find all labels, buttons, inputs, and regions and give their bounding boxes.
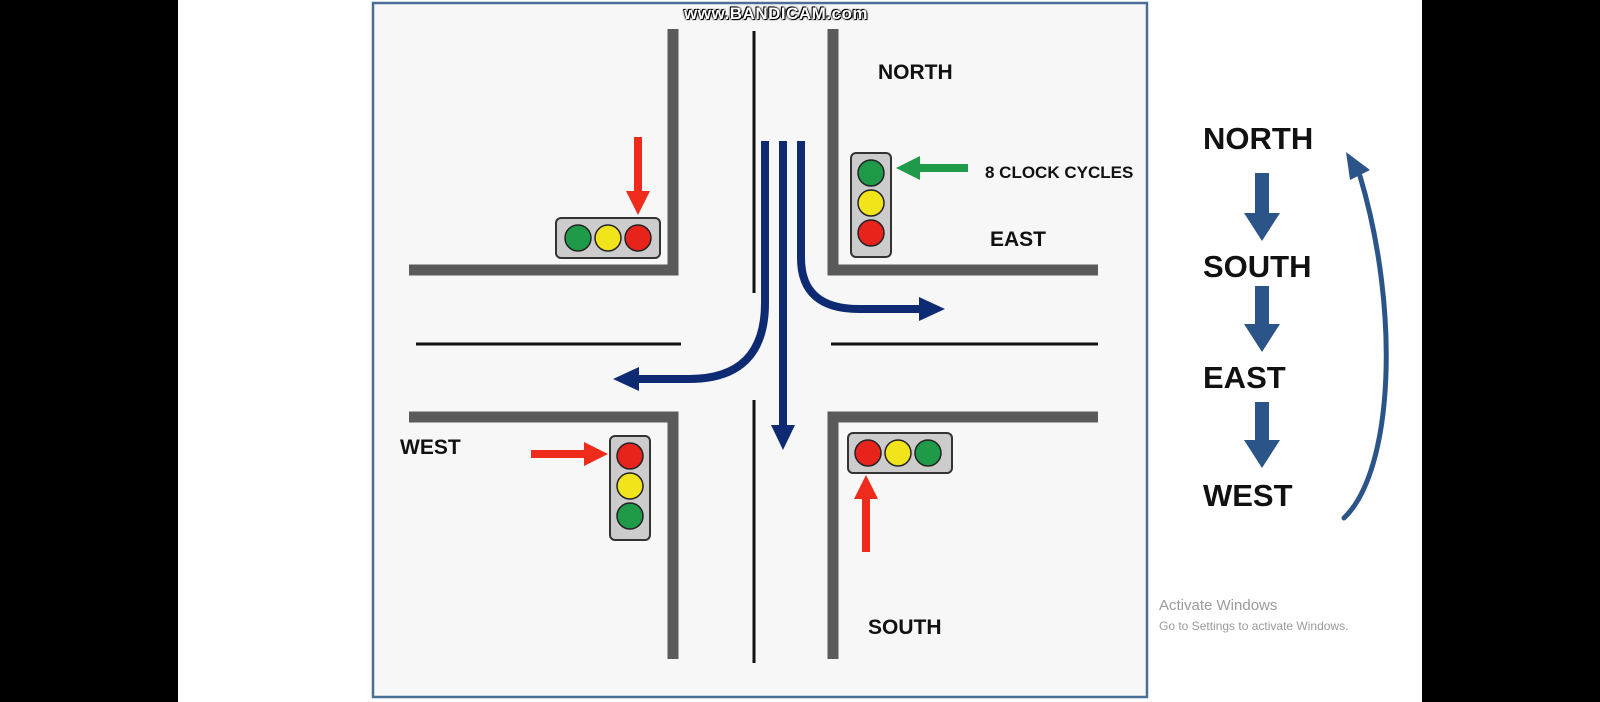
sequence-down-arrow-2 bbox=[1244, 286, 1280, 352]
curb-top-left bbox=[409, 29, 679, 276]
sequence-item-1: NORTH bbox=[1203, 121, 1314, 156]
indicator-arrow-north bbox=[626, 137, 650, 215]
label-south: SOUTH bbox=[868, 616, 942, 639]
sequence-down-arrow-3 bbox=[1244, 402, 1280, 468]
label-clock-cycles: 8 CLOCK CYCLES bbox=[985, 163, 1133, 182]
label-north: NORTH bbox=[878, 61, 953, 84]
light-red bbox=[854, 439, 882, 467]
flow-left-turn bbox=[635, 141, 769, 383]
light-red bbox=[616, 442, 644, 470]
sequence-down-arrow-1 bbox=[1244, 173, 1280, 241]
light-red bbox=[857, 219, 885, 247]
traffic-light-east bbox=[850, 152, 892, 258]
sequence-loop-arrow bbox=[1341, 152, 1389, 521]
curb-bottom-left bbox=[409, 411, 679, 659]
diagram-frame bbox=[371, 1, 1149, 699]
traffic-light-west bbox=[609, 435, 651, 541]
sequence-item-4: WEST bbox=[1203, 478, 1293, 513]
sequence-item-2: SOUTH bbox=[1203, 249, 1312, 284]
activate-windows-title: Activate Windows bbox=[1159, 597, 1278, 614]
light-green bbox=[564, 224, 592, 252]
traffic-light-south bbox=[847, 432, 953, 474]
label-west: WEST bbox=[400, 436, 461, 459]
light-yellow bbox=[857, 189, 885, 217]
flow-left-arrowhead bbox=[613, 367, 639, 391]
curb-bottom-right bbox=[827, 411, 1098, 659]
flow-right-turn bbox=[797, 141, 923, 313]
flow-straight-arrowhead bbox=[771, 425, 795, 450]
light-green bbox=[914, 439, 942, 467]
flow-arrows bbox=[635, 141, 923, 427]
light-green bbox=[857, 159, 885, 187]
indicator-arrow-east-active bbox=[896, 156, 968, 180]
bandicam-watermark: www.BANDICAM.com bbox=[684, 4, 868, 23]
light-yellow bbox=[594, 224, 622, 252]
flow-right-arrowhead bbox=[919, 297, 945, 321]
curb-top-right bbox=[827, 29, 1098, 276]
light-red bbox=[624, 224, 652, 252]
light-green bbox=[616, 502, 644, 530]
activate-windows-subtitle: Go to Settings to activate Windows. bbox=[1159, 619, 1349, 633]
lane-dividers bbox=[416, 31, 1098, 663]
sequence-item-3: EAST bbox=[1203, 360, 1286, 395]
light-yellow bbox=[884, 439, 912, 467]
traffic-light-north bbox=[555, 217, 661, 259]
label-east: EAST bbox=[990, 228, 1046, 251]
indicator-arrow-west bbox=[531, 442, 608, 466]
indicator-arrow-south bbox=[854, 475, 878, 552]
intersection-diagram: NORTH EAST WEST SOUTH 8 CLOCK CYCLES bbox=[371, 1, 1149, 699]
light-yellow bbox=[616, 472, 644, 500]
road-curbs bbox=[409, 29, 1098, 659]
flow-arrowheads bbox=[613, 297, 945, 450]
